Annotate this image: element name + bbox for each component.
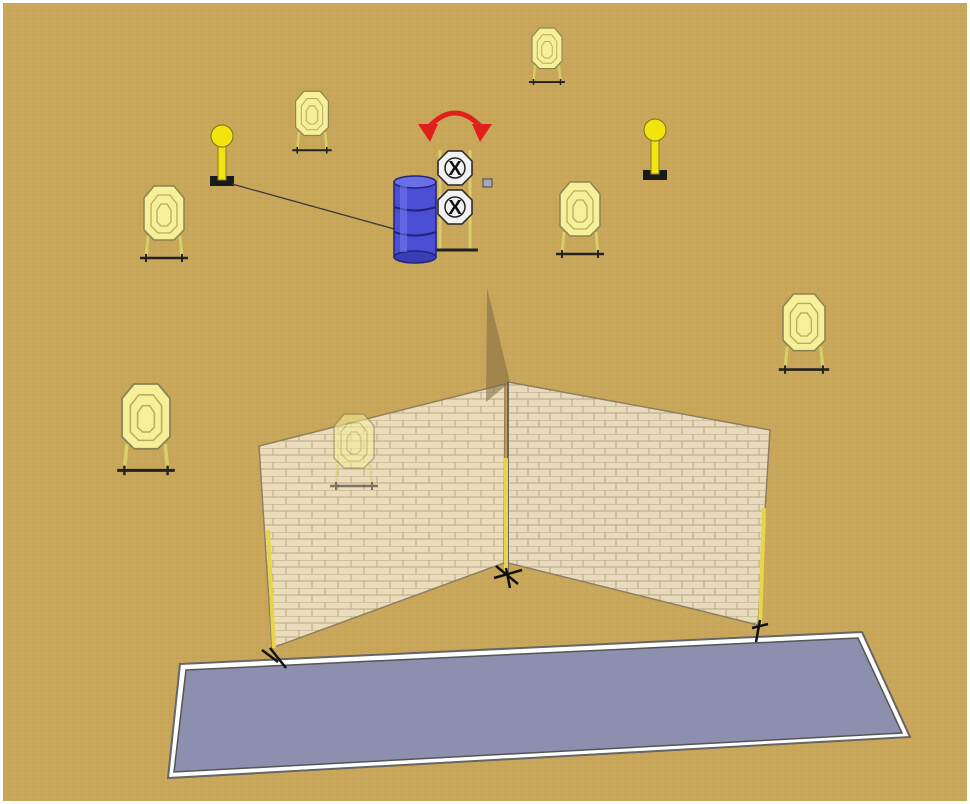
wall-post-center <box>493 458 523 589</box>
wall-edge-divider <box>486 288 510 402</box>
swing-arrow-icon <box>418 110 492 142</box>
no-shoot-swinger[interactable] <box>432 150 493 252</box>
wall-post-right <box>751 507 769 643</box>
shooting-box[interactable] <box>166 630 912 780</box>
activation-cable <box>231 183 399 231</box>
wall-post-left <box>261 529 287 669</box>
barrel[interactable] <box>393 175 437 264</box>
